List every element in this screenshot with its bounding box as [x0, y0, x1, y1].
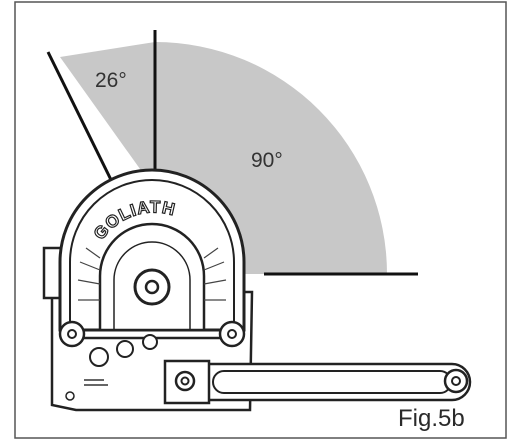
bolt-icon [67, 329, 77, 339]
crank-arm [168, 362, 472, 402]
bolt-icon [89, 347, 109, 367]
crank-knob-center [451, 376, 461, 386]
angle-sector-26 [60, 42, 155, 190]
tilted-reference-line [46, 51, 119, 193]
bolt-icon [142, 334, 158, 350]
bolt-icon [227, 329, 237, 339]
figure-frame [14, 1, 507, 439]
crank-handle-icon [163, 359, 472, 405]
angle-label-90: 90° [251, 149, 283, 172]
winch-shaft-inner [144, 279, 160, 295]
winch-label-plate [84, 379, 108, 386]
winch-drum-inner [113, 241, 191, 330]
winch-housing-rim [69, 179, 235, 330]
crank-hub-bolt-center [180, 376, 190, 386]
bolt-icon [116, 340, 134, 358]
bolt-icon [65, 391, 75, 401]
figure-caption: Fig.5b [398, 405, 465, 432]
angle-label-26: 26° [95, 69, 127, 92]
winch-icon [42, 168, 254, 412]
winch-ribs [77, 247, 227, 301]
